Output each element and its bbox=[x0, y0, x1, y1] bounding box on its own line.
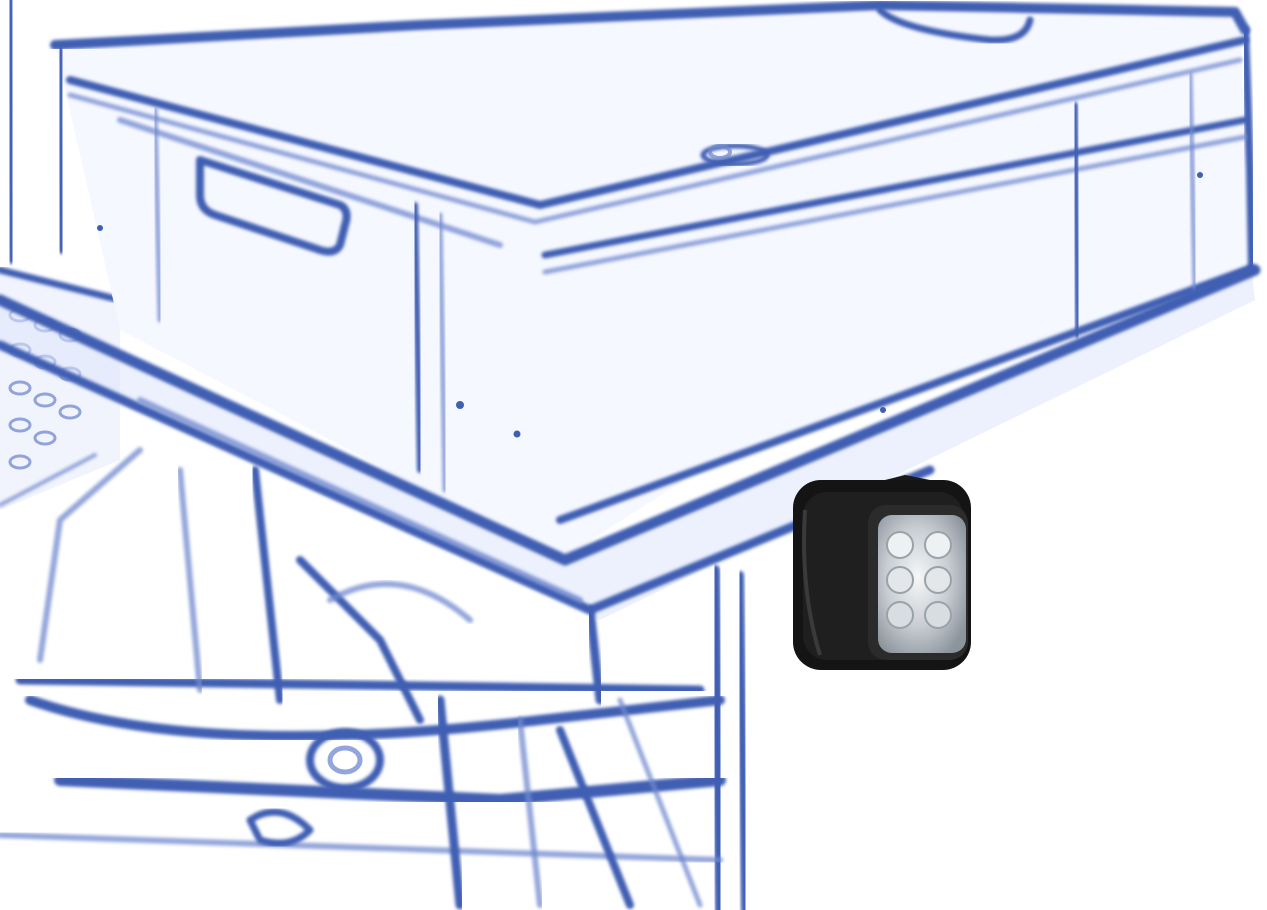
left-post bbox=[6, 0, 16, 264]
lid-clip bbox=[700, 143, 770, 167]
wheel-hub bbox=[246, 728, 384, 847]
crate bbox=[50, 0, 1256, 560]
led-bulbs bbox=[886, 531, 952, 629]
lower-machinery bbox=[0, 447, 726, 910]
led-work-light bbox=[793, 475, 971, 670]
